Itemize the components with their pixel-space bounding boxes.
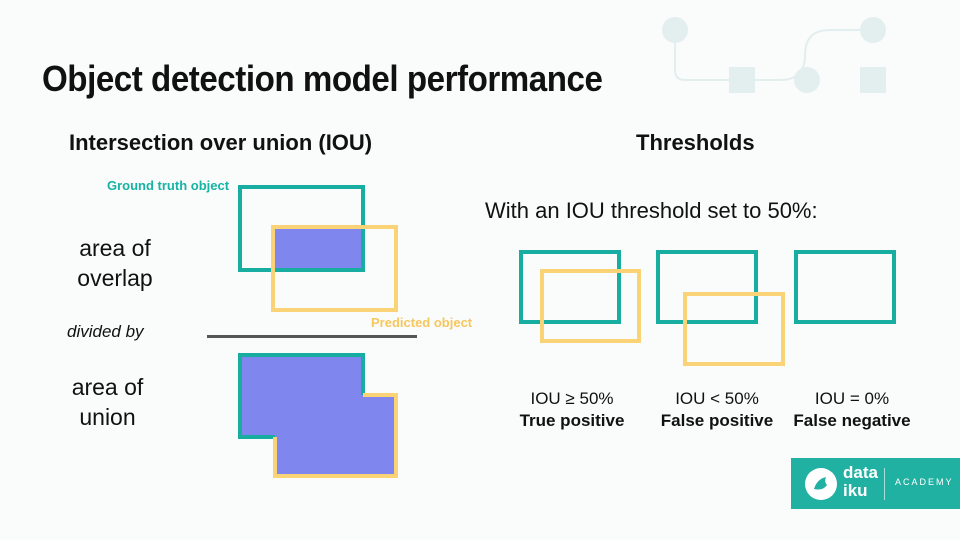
area-of-overlap-label: area of overlap <box>77 235 153 291</box>
case1-condition: IOU ≥ 50% <box>530 389 614 408</box>
union-area <box>238 353 398 478</box>
case3-result: False negative <box>793 411 911 430</box>
area-of-union-label: area of union <box>71 374 144 430</box>
case1-predicted-box <box>540 269 641 343</box>
fraction-line <box>207 335 417 338</box>
predicted-label: Predicted object <box>371 315 473 330</box>
page-title: Object detection model performance <box>42 58 603 99</box>
case3-ground-truth-box <box>794 250 896 324</box>
case1-ground-truth-box <box>519 250 621 324</box>
threshold-subtitle: With an IOU threshold set to 50%: <box>485 198 818 223</box>
decorative-network-graphic <box>662 17 886 93</box>
logo-program: ACADEMY <box>895 477 954 487</box>
case1-result: True positive <box>519 411 625 430</box>
case3-caption: IOU = 0% False negative <box>777 388 927 432</box>
logo-divider <box>884 468 885 500</box>
case2-ground-truth-box <box>656 250 758 324</box>
overlap-area <box>275 229 361 268</box>
divided-by-label: divided by <box>67 322 144 341</box>
ground-truth-label: Ground truth object <box>107 178 230 193</box>
predicted-box <box>271 225 398 312</box>
logo-brand: data iku <box>843 463 878 500</box>
case1-caption: IOU ≥ 50% True positive <box>497 388 647 432</box>
thresholds-heading: Thresholds <box>636 130 755 155</box>
case3-condition: IOU = 0% <box>814 389 890 408</box>
case2-condition: IOU < 50% <box>675 389 759 408</box>
case2-caption: IOU < 50% False positive <box>642 388 792 432</box>
case2-predicted-box <box>683 292 785 366</box>
iou-heading: Intersection over union (IOU) <box>69 130 373 155</box>
dataiku-academy-logo: data iku ACADEMY <box>791 458 960 509</box>
case2-result: False positive <box>660 411 774 430</box>
dataiku-bird-icon <box>805 468 837 500</box>
